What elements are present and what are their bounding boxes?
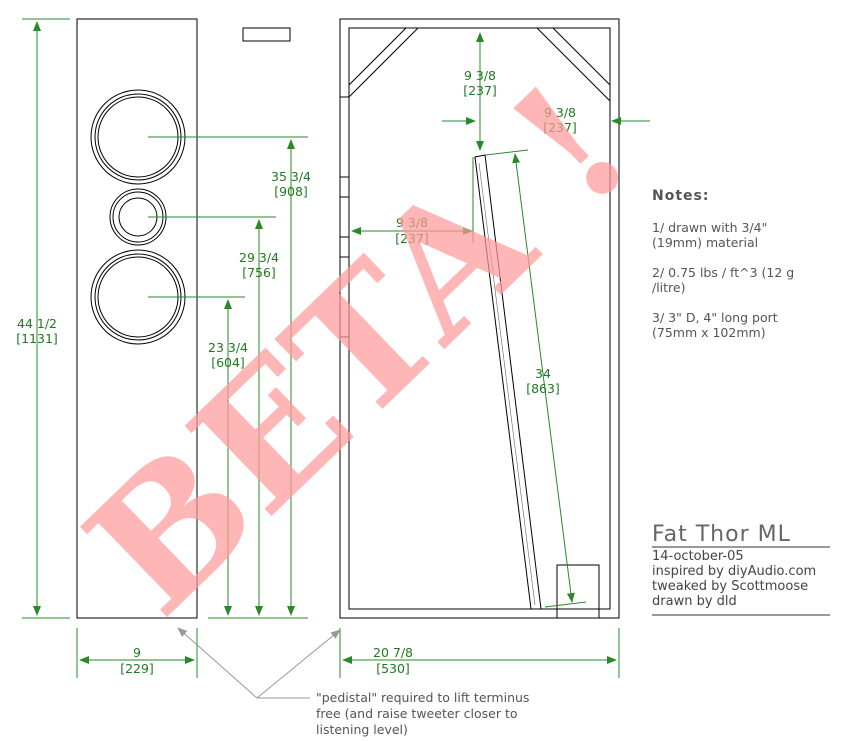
top-gap-metric: [237] bbox=[463, 83, 497, 98]
woofer-top-label: 35 3/4 bbox=[271, 169, 311, 184]
front-dimensions: 44 1/2 [1131] 9 [229] 35 3/4 [908] 29 3/… bbox=[16, 18, 311, 678]
port bbox=[556, 564, 600, 619]
inspired-by: inspired by diyAudio.com bbox=[652, 564, 816, 579]
width-metric: [229] bbox=[120, 661, 154, 676]
note-2-line-1: 2/ 0.75 lbs / ft^3 (12 g bbox=[652, 265, 794, 280]
pedestal-leader-front bbox=[177, 627, 258, 699]
corner-brace-left bbox=[348, 27, 419, 98]
width-label: 9 bbox=[133, 645, 141, 660]
note-1-line-1: 1/ drawn with 3/4" bbox=[652, 220, 767, 235]
side-dimensions: 9 3/8 [237] 9 3/8 [237] 9 3/8 [237] 34 [… bbox=[339, 32, 650, 678]
baffle-driver-cutouts bbox=[340, 96, 349, 338]
left-gap-metric: [237] bbox=[395, 231, 429, 246]
baffle-length-dimension-line bbox=[512, 153, 575, 603]
drawing-date: 14-october-05 bbox=[652, 549, 744, 564]
left-gap-label: 9 3/8 bbox=[396, 215, 428, 230]
right-gap-label: 9 3/8 bbox=[544, 105, 576, 120]
tweeter-label: 29 3/4 bbox=[239, 250, 279, 265]
terminal-plate bbox=[242, 27, 291, 42]
pedestal-note-line-3: listening level) bbox=[316, 722, 408, 737]
woofer-bottom-label: 23 3/4 bbox=[208, 340, 248, 355]
pedestal-note-line-2: free (and raise tweeter closer to bbox=[316, 706, 518, 721]
baffle-length-label: 34 bbox=[535, 366, 551, 381]
side-outer-wall bbox=[339, 18, 620, 619]
beta-watermark: BETA ! bbox=[49, 45, 668, 652]
note-3-line-2: (75mm x 102mm) bbox=[652, 325, 766, 340]
note-2-line-2: /litre) bbox=[652, 280, 686, 295]
title-block: Fat Thor ML 14-october-05 inspired by di… bbox=[652, 522, 830, 616]
drawn-by: drawn by dld bbox=[652, 594, 737, 609]
notes-block: Notes: 1/ drawn with 3/4" (19mm) materia… bbox=[652, 188, 794, 340]
depth-label: 20 7/8 bbox=[373, 645, 413, 660]
corner-brace-right bbox=[536, 27, 611, 102]
height-label: 44 1/2 bbox=[17, 316, 57, 331]
pedestal-leader-side bbox=[256, 629, 341, 699]
tweeter-metric: [756] bbox=[242, 265, 276, 280]
baffle-length-metric: [863] bbox=[526, 381, 560, 396]
top-gap-label: 9 3/8 bbox=[464, 68, 496, 83]
front-panel-outline bbox=[76, 18, 198, 619]
right-gap-metric: [237] bbox=[543, 120, 577, 135]
note-1-line-2: (19mm) material bbox=[652, 235, 758, 250]
woofer-bottom-metric: [604] bbox=[211, 355, 245, 370]
woofer-top-metric: [908] bbox=[274, 184, 308, 199]
drawing-title: Fat Thor ML bbox=[652, 522, 791, 547]
notes-heading: Notes: bbox=[652, 188, 709, 204]
height-metric: [1131] bbox=[16, 331, 58, 346]
pedestal-note-line-1: "pedistal" required to lift terminus bbox=[316, 690, 529, 705]
tweaked-by: tweaked by Scottmoose bbox=[652, 579, 808, 594]
note-3-line-1: 3/ 3" D, 4" long port bbox=[652, 310, 778, 325]
pedestal-callout: "pedistal" required to lift terminus fre… bbox=[177, 627, 529, 737]
depth-metric: [530] bbox=[376, 661, 410, 676]
side-inner-wall bbox=[348, 27, 611, 610]
